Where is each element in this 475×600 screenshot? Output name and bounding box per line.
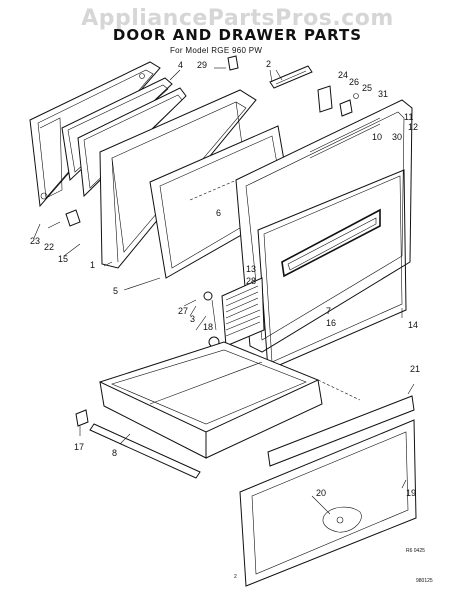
callout-20: 20	[316, 488, 326, 498]
drawer-front-panel	[239, 395, 417, 587]
latch-clip	[227, 55, 239, 71]
spring-bracket	[65, 209, 81, 227]
callout-21: 21	[410, 364, 420, 374]
callout-30: 30	[392, 132, 402, 142]
callout-27: 27	[178, 306, 188, 316]
callout-2: 2	[266, 59, 271, 69]
callout-10: 10	[372, 132, 382, 142]
page-number: 2	[234, 574, 237, 580]
callout-29: 29	[197, 60, 207, 70]
callout-18: 18	[203, 322, 213, 332]
callout-4: 4	[178, 60, 183, 70]
callout-13: 13	[246, 264, 256, 274]
door-trim-frame	[257, 169, 407, 371]
callout-8: 8	[112, 448, 117, 458]
door-hinge	[269, 65, 313, 89]
callout-19: 19	[406, 488, 416, 498]
diagram-subtitle: For Model RGE 960 PW	[170, 46, 263, 55]
door-brackets	[317, 85, 359, 117]
callout-16: 16	[326, 318, 336, 328]
diagram-title: DOOR AND DRAWER PARTS	[112, 26, 363, 44]
drawer-stop	[75, 409, 89, 427]
callout-6: 6	[216, 208, 221, 218]
callout-12: 12	[408, 122, 418, 132]
drawer-tray	[98, 341, 361, 459]
callout-15: 15	[58, 254, 68, 264]
callout-24: 24	[338, 70, 348, 80]
vent-grille	[221, 277, 265, 347]
oven-door-panel	[235, 99, 413, 353]
callout-31: 31	[378, 89, 388, 99]
callout-17: 17	[74, 442, 84, 452]
callout-22: 22	[44, 242, 54, 252]
callout-11: 11	[404, 112, 413, 122]
callout-23: 23	[30, 236, 40, 246]
callout-5: 5	[113, 286, 118, 296]
drawer-rail	[89, 423, 201, 479]
ref-code: R6 0425	[406, 548, 425, 554]
watermark: AppliancePartsPros.com	[81, 6, 394, 31]
callout-26: 26	[349, 77, 359, 87]
doc-code: 980125	[416, 578, 433, 584]
callout-28: 28	[246, 276, 256, 286]
callout-1: 1	[90, 260, 95, 270]
callout-leader-lines	[33, 67, 415, 515]
callout-25: 25	[362, 83, 372, 93]
callout-14: 14	[408, 320, 418, 330]
callout-labels: 4 29 2 24 26 25 31 10 30 11 12 1 5 6 13 …	[30, 59, 420, 498]
callout-7: 7	[326, 306, 331, 316]
callout-3: 3	[190, 314, 195, 324]
